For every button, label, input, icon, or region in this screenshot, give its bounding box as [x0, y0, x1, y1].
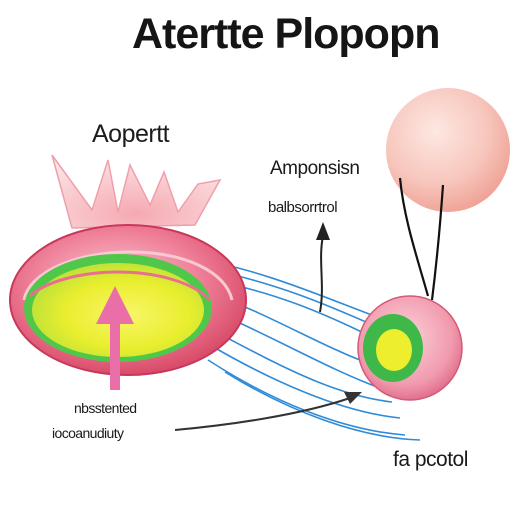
label-bottom-right: fa pcotol: [393, 448, 468, 471]
small-cell: [357, 295, 463, 401]
signal-lines: [189, 257, 421, 441]
annotation-arrow-shaft: [174, 397, 351, 431]
signal-line: [211, 329, 393, 403]
up-arrow: [96, 286, 134, 390]
label-bottom-left-1: nbsstented: [74, 400, 137, 416]
annotation-arrow-shaft: [319, 235, 324, 313]
left-cell-highlight: [22, 250, 234, 301]
left-cell: [9, 224, 247, 376]
signal-line: [209, 344, 401, 419]
cell-spikes: [51, 154, 222, 229]
label-top-right: Amponsisn: [270, 158, 360, 179]
label-top-right-sub: balbsorrtrol: [268, 199, 338, 216]
spike-cluster: [51, 154, 222, 229]
signal-line: [224, 371, 421, 441]
strands: [398, 177, 445, 301]
annotation-arrow-head: [316, 222, 330, 240]
small-cell-core: [376, 329, 412, 371]
up-arrow-head: [96, 286, 134, 324]
annotation-arrow-head: [344, 392, 362, 404]
annotation-arrow-up: [316, 222, 330, 313]
up-arrow-shaft: [110, 318, 120, 390]
diagram-title: Atertte Plopopn: [132, 10, 440, 58]
annotation-arrow-right: [174, 392, 362, 431]
sphere-top-right: [386, 88, 510, 212]
label-bottom-left-2: iocoanudiuty: [52, 425, 124, 441]
core-rim: [28, 270, 212, 302]
label-left-cell: Aopertt: [92, 120, 170, 148]
strand: [398, 177, 430, 297]
strand: [430, 184, 445, 301]
